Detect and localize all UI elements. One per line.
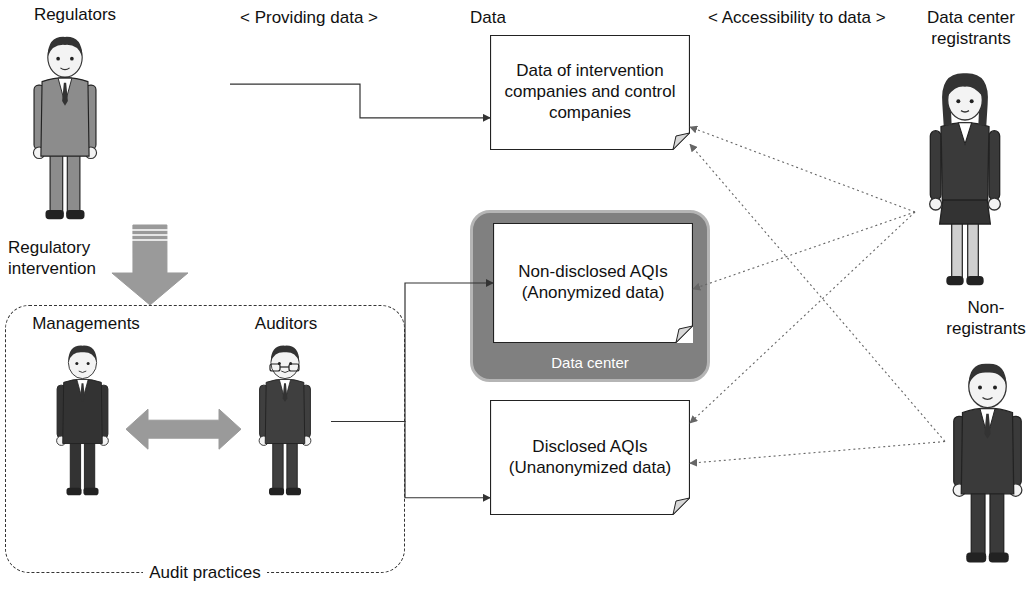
access-arrow: [690, 144, 945, 441]
arrow-stripe: [132, 229, 168, 231]
document-text: Non-disclosed AQIs (Anonymized data): [507, 262, 679, 303]
person-label: Managements: [26, 314, 146, 335]
person-label: Regulators: [20, 5, 130, 26]
audit-practices-group: ManagementsAuditorsAudit practices: [5, 305, 405, 573]
block-arrow: [112, 225, 188, 305]
folded-corner: [673, 133, 690, 150]
arrow-stripe: [132, 234, 168, 236]
data-arrow: [331, 422, 490, 498]
data-document: Disclosed AQIs (Unanonymized data): [490, 400, 690, 515]
document-text: Data of intervention companies and contr…: [504, 61, 676, 123]
block-arrow: [126, 409, 241, 449]
access-arrow: [690, 442, 945, 464]
edge-label: Regulatory intervention: [8, 238, 103, 279]
management-node: Managements: [46, 314, 126, 506]
data-document: Non-disclosed AQIs (Anonymized data): [493, 223, 693, 343]
document-border: [491, 401, 690, 515]
folded-corner: [676, 326, 693, 343]
folded-corner: [673, 498, 690, 515]
non-registrant-node: Non-registrants: [945, 298, 1027, 585]
registrant-figure: [930, 73, 1001, 285]
document-border: [494, 224, 693, 343]
document-text: Disclosed AQIs (Unanonymized data): [504, 437, 676, 478]
access-arrow: [690, 127, 915, 212]
person-label: Non-registrants: [945, 298, 1027, 339]
data-center-label: Data center: [551, 354, 629, 379]
arrow-stripe: [132, 239, 168, 241]
regulator-figure: [33, 37, 96, 219]
section-heading: < Accessibility to data >: [708, 8, 886, 29]
management-figure: [57, 346, 109, 496]
document-border: [491, 36, 690, 150]
data-arrow: [230, 84, 490, 118]
column-heading: Data: [470, 8, 506, 29]
group-label: Audit practices: [143, 563, 267, 584]
auditor-glasses: [270, 364, 299, 371]
auditor-figure: [259, 346, 311, 496]
access-arrow: [690, 212, 915, 423]
data-document: Data of intervention companies and contr…: [490, 35, 690, 150]
person-label: Data center registrants: [915, 8, 1027, 49]
person-label: Auditors: [241, 314, 331, 335]
auditor-node: Auditors: [241, 314, 331, 506]
registrant-node: Data center registrants: [915, 8, 1027, 308]
data-arrow: [331, 283, 493, 422]
section-heading: < Providing data >: [240, 8, 378, 29]
access-arrow: [693, 212, 915, 289]
data-center-box: Non-disclosed AQIs (Anonymized data) Data…: [470, 210, 710, 382]
non-registrant-figure: [953, 364, 1022, 563]
regulator-node: Regulators: [10, 5, 230, 225]
